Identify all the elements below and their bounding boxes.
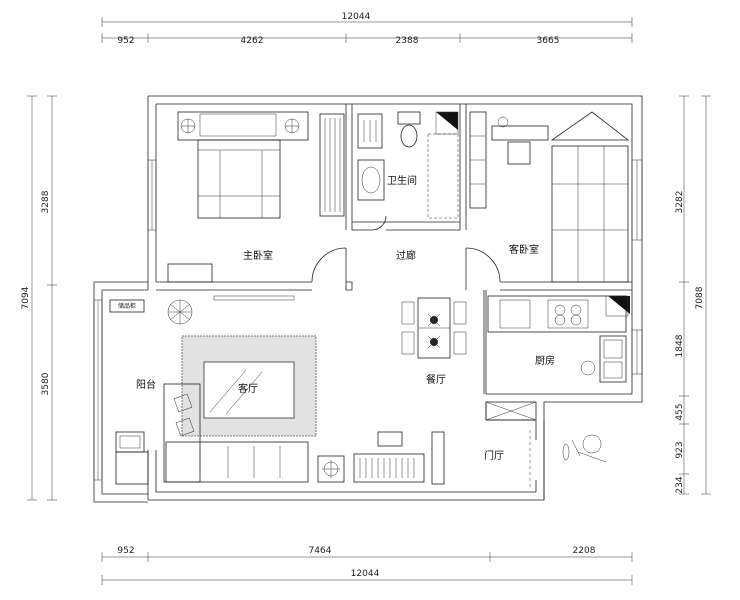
room-label-corridor: 过廊 <box>396 249 416 262</box>
living-sofa <box>163 383 309 483</box>
left-segment-dimension: 3288 <box>41 190 51 213</box>
kitchen-counter <box>487 295 630 383</box>
windows <box>93 159 643 481</box>
bottom-segment-dimension: 952 <box>117 546 134 556</box>
right-dimension-lines <box>679 95 711 495</box>
shaft-marker <box>436 112 458 130</box>
storage-cabinet-label: 储品柜 <box>118 302 136 310</box>
balcony-chair <box>115 431 149 485</box>
master-bed <box>177 111 309 219</box>
right-segment-dimension: 234 <box>675 476 685 493</box>
top-dimension-lines <box>101 17 633 43</box>
room-label-bathroom: 卫生间 <box>387 174 417 187</box>
top-total-dimension: 12044 <box>342 12 371 22</box>
entry-figure <box>562 434 607 463</box>
dining-table <box>401 297 467 359</box>
bathroom-fixtures <box>357 111 459 219</box>
room-label-guest-bedroom: 客卧室 <box>509 243 539 256</box>
room-label-dining-room: 餐厅 <box>426 373 446 386</box>
wardrobe <box>319 113 345 217</box>
left-outer-dimension: 7094 <box>21 286 31 309</box>
right-segment-dimension: 455 <box>675 403 685 420</box>
left-segment-dimension: 3580 <box>41 372 51 395</box>
top-segment-dimension: 3665 <box>537 36 560 46</box>
bottom-segment-dimension: 7464 <box>309 546 332 556</box>
entrance-cabinet <box>485 401 537 421</box>
right-outer-dimension: 7088 <box>695 286 705 309</box>
bottom-segment-dimension: 2208 <box>573 546 596 556</box>
living-side-table <box>317 455 345 483</box>
bottom-dimension-lines <box>101 552 633 585</box>
plant-icon <box>167 299 193 325</box>
living-rug <box>181 335 317 437</box>
room-label-balcony: 阳台 <box>136 378 156 391</box>
right-segment-dimension: 3282 <box>675 191 685 214</box>
top-segment-dimension: 952 <box>117 36 134 46</box>
room-label-master-bedroom: 主卧室 <box>243 249 273 262</box>
room-label-kitchen: 厨房 <box>535 354 555 367</box>
room-label-living-room: 客厅 <box>238 382 258 395</box>
guest-room-furniture <box>469 111 630 283</box>
room-label-entrance: 门厅 <box>484 449 504 462</box>
master-desk <box>167 263 213 283</box>
top-segment-dimension: 2388 <box>396 36 419 46</box>
right-segment-dimension: 923 <box>675 441 685 458</box>
tv-cabinet <box>353 431 445 485</box>
storage-cabinet <box>109 299 145 313</box>
top-segment-dimension: 4262 <box>241 36 264 46</box>
exterior-walls <box>93 95 643 503</box>
doors <box>311 215 531 490</box>
left-dimension-lines <box>27 95 57 501</box>
bottom-total-dimension: 12044 <box>351 569 380 579</box>
right-segment-dimension: 1848 <box>675 334 685 357</box>
